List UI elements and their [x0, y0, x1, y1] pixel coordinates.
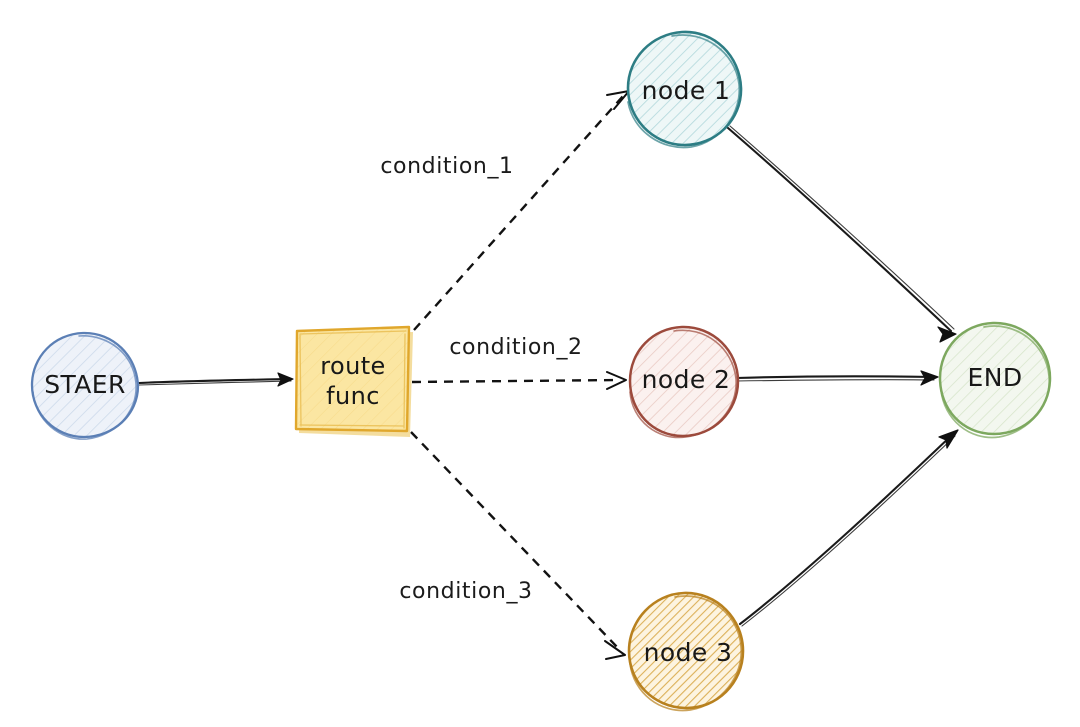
node-end-outline: [938, 321, 1052, 436]
node-route-func-outline-2: [299, 330, 407, 429]
edge-route-to-node2: [411, 371, 627, 390]
node-node1[interactable]: node 1: [626, 30, 743, 149]
edge-label-condition-2: condition_2: [449, 335, 582, 360]
edge-route-to-node1: [413, 90, 630, 331]
node-node3-label: node 3: [644, 638, 733, 667]
node-route-func-outline: [294, 325, 411, 433]
node-node1-outline-2: [627, 34, 741, 149]
node-node3-outline-2: [629, 595, 742, 712]
node-start-outline-2: [32, 335, 137, 440]
edge-node1-to-end: [726, 125, 957, 343]
node-node2-label: node 2: [642, 365, 731, 394]
edge-node3-to-end: [738, 429, 959, 627]
node-end-hatch: [940, 323, 1050, 434]
node-node2-outline-2: [629, 329, 737, 439]
node-node3[interactable]: node 3: [627, 591, 745, 712]
node-node2-hatch: [630, 327, 738, 436]
node-route-func-label-line1: route: [320, 352, 385, 380]
node-end-label: END: [968, 363, 1023, 392]
node-end[interactable]: END: [938, 321, 1052, 439]
edge-start-to-route: [137, 372, 294, 387]
node-node3-hatch: [629, 593, 743, 708]
node-start[interactable]: STAER: [30, 331, 140, 440]
edge-route-to-node3: [410, 431, 626, 660]
node-start-label: STAER: [44, 370, 125, 399]
node-node2-outline: [628, 325, 740, 438]
edge-label-condition-1: condition_1: [380, 154, 513, 179]
node-node1-outline: [626, 30, 743, 147]
edge-label-condition-3: condition_3: [399, 579, 532, 604]
node-start-hatch: [32, 333, 139, 437]
node-node1-hatch: [628, 31, 742, 146]
node-node3-outline: [627, 591, 745, 710]
node-route-func[interactable]: route func: [294, 325, 413, 437]
node-node1-label: node 1: [642, 76, 731, 105]
node-end-outline-2: [940, 325, 1050, 439]
node-node2[interactable]: node 2: [628, 325, 740, 439]
node-start-outline: [30, 331, 140, 439]
node-route-func-label-line2: func: [326, 382, 380, 410]
edge-node2-to-end: [734, 370, 939, 386]
node-route-func-hatch: [296, 327, 409, 431]
